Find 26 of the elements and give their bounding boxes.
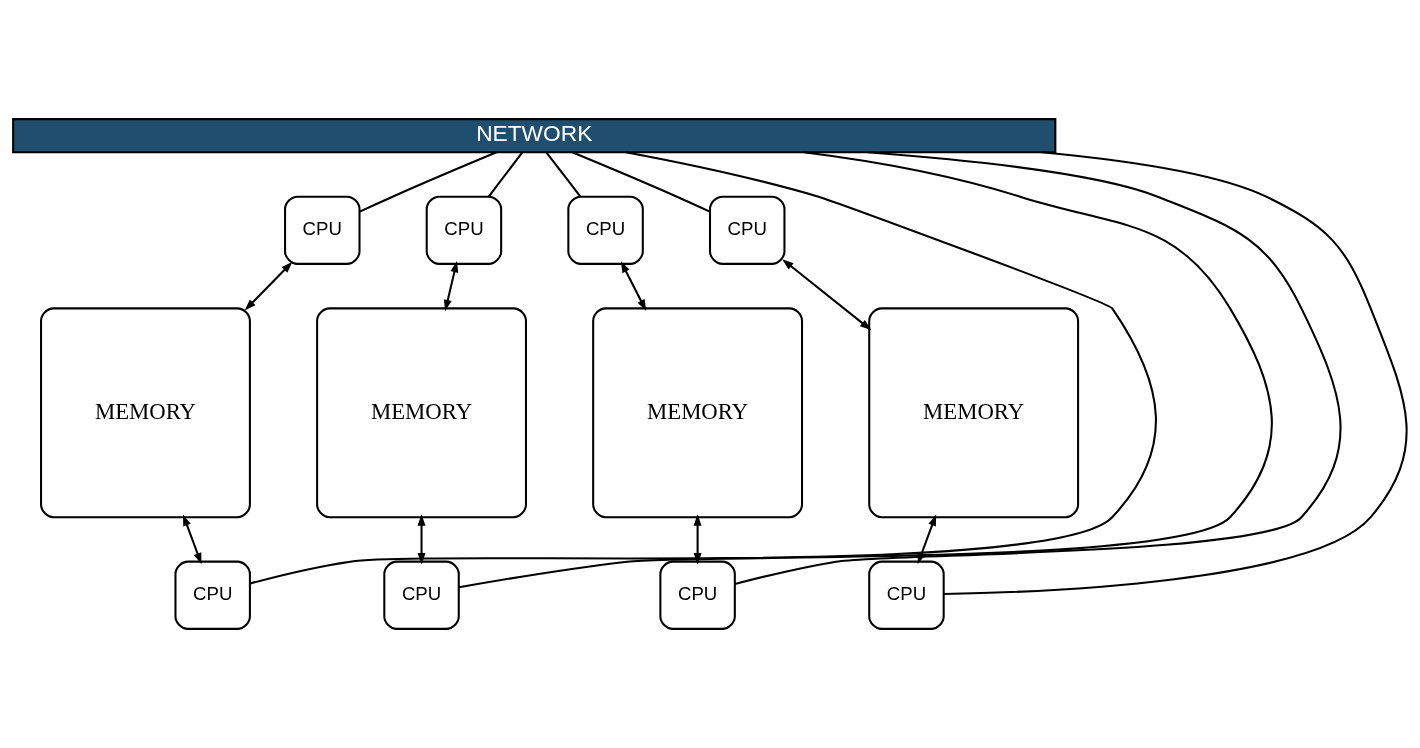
connector <box>249 151 1157 585</box>
connector <box>487 151 524 198</box>
connector <box>359 151 497 213</box>
node-box: CPU <box>567 195 644 265</box>
node-box: MEMORY <box>316 307 527 519</box>
arrow <box>782 259 872 331</box>
connector <box>545 151 582 198</box>
connector <box>458 151 1273 589</box>
arrow <box>620 261 647 312</box>
node-box: CPU <box>284 195 361 265</box>
arrow <box>183 514 202 565</box>
node-box: MEMORY <box>40 307 251 519</box>
node-box: MEMORY <box>868 307 1080 519</box>
connector <box>943 151 1408 595</box>
node-box: CPU <box>659 560 736 630</box>
node-box: CPU <box>708 195 786 265</box>
arrow <box>443 260 459 312</box>
connector <box>571 151 711 213</box>
node-box: NETWORK <box>12 118 1057 154</box>
node-box: CPU <box>383 560 460 630</box>
connector <box>734 151 1342 585</box>
node-box: CPU <box>425 195 503 265</box>
node-box: CPU <box>868 560 945 630</box>
node-box: CPU <box>174 560 251 630</box>
arrow <box>244 261 293 311</box>
node-box: MEMORY <box>592 307 804 519</box>
